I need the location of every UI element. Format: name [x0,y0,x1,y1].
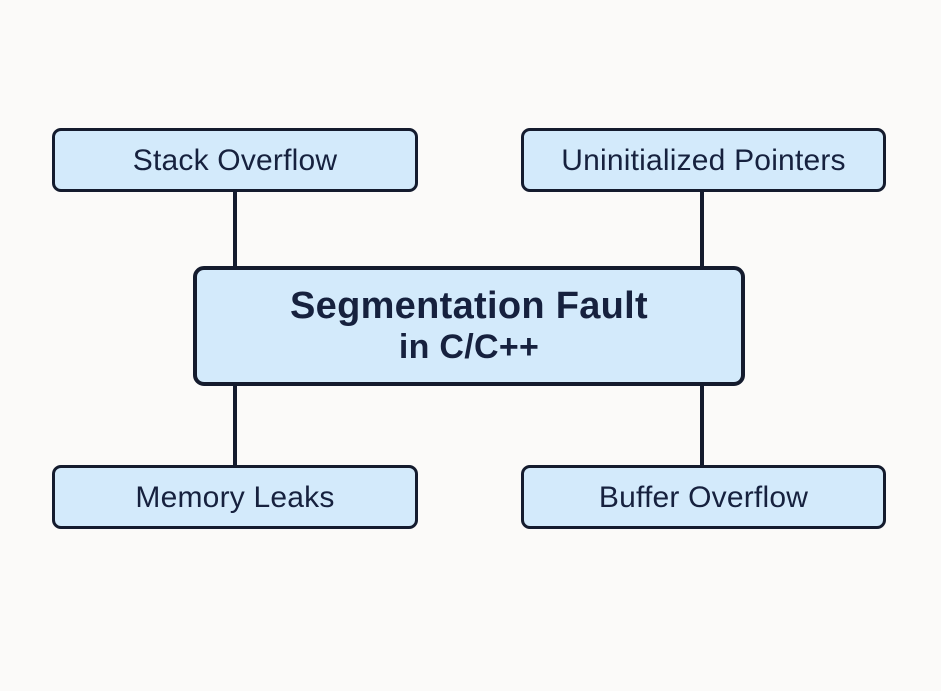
connector-center-to-stack-overflow [233,190,237,268]
node-uninitialized-pointers: Uninitialized Pointers [521,128,886,192]
center-title-line-2: in C/C++ [398,328,540,367]
node-segmentation-fault: Segmentation Fault in C/C++ [193,266,745,386]
node-buffer-overflow: Buffer Overflow [521,465,886,529]
center-title-line-1: Segmentation Fault [290,284,648,327]
node-memory-leaks: Memory Leaks [52,465,418,529]
connector-center-to-uninitialized-pointers [700,190,704,268]
node-stack-overflow: Stack Overflow [52,128,418,192]
connector-center-to-memory-leaks [233,384,237,467]
connector-center-to-buffer-overflow [700,384,704,467]
